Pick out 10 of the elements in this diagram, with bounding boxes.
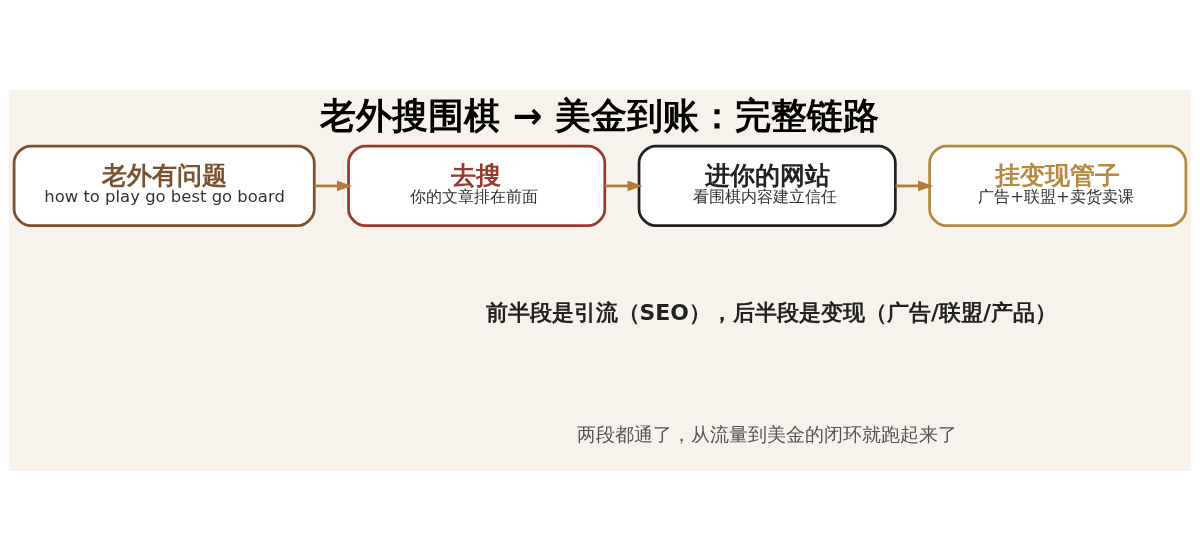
arrow bbox=[314, 180, 353, 191]
label: 两段都通了，从流量到美金的闭环就跑起来了 bbox=[577, 422, 958, 446]
label: 前半段是引流（SEO），后半段是变现（广告/联盟/产品） bbox=[485, 299, 1057, 325]
node-box: 去搜 你的文章排在前面 bbox=[347, 144, 607, 227]
arrow bbox=[895, 180, 934, 191]
diagram-title: 老外搜围棋 → 美金到账：完整链路 bbox=[320, 94, 880, 136]
node-box: 挂变现管子 广告+联盟+卖货卖课 bbox=[928, 144, 1188, 227]
node-box: 老外有问题 how to play go best go board bbox=[12, 144, 316, 227]
node-box: 进你的网站 看围棋内容建立信任 bbox=[637, 144, 897, 227]
arrow bbox=[604, 180, 643, 191]
